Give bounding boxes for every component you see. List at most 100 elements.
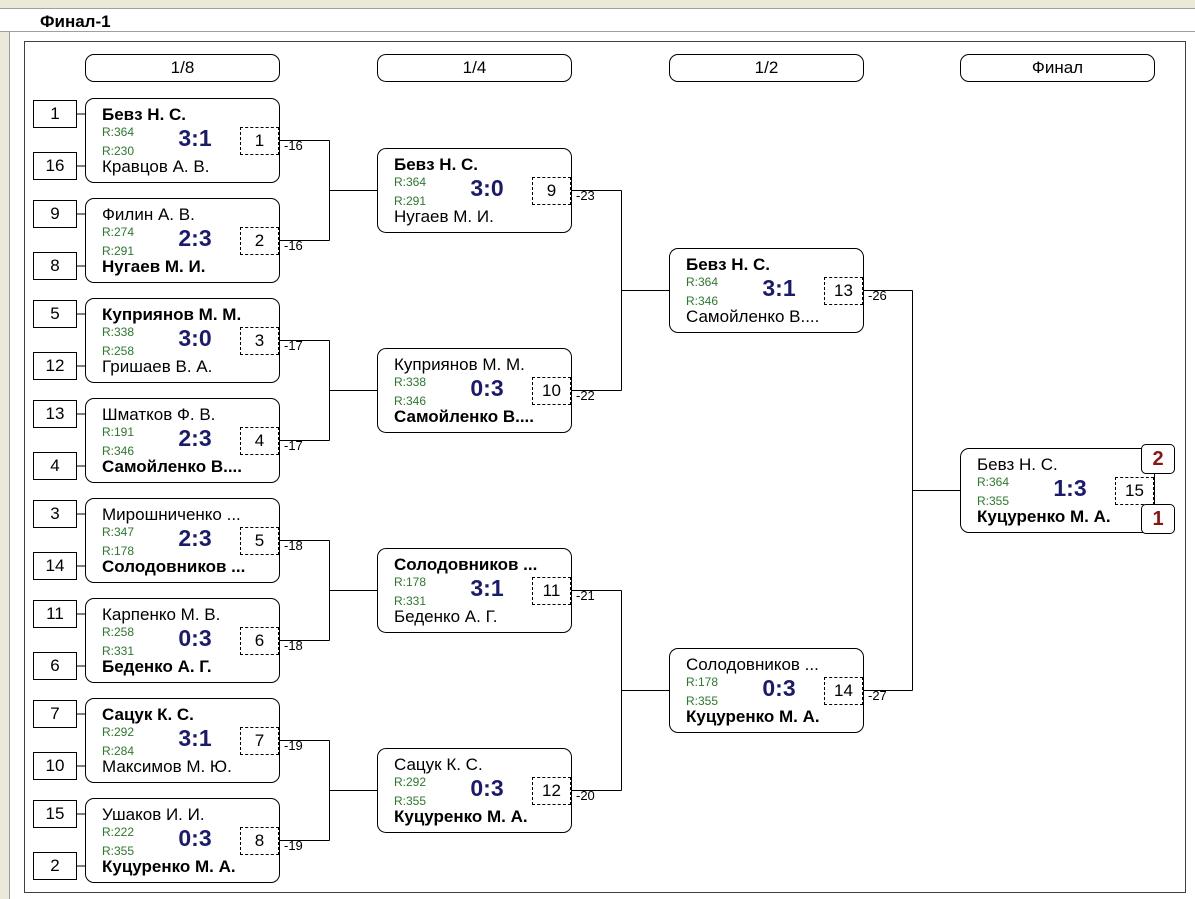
seed-box: 15: [33, 800, 77, 828]
loser-placement: -16: [284, 238, 303, 253]
player-1-rating: R:258: [102, 625, 135, 639]
player-1-rating: R:292: [102, 725, 135, 739]
player-2-rating: R:355: [686, 694, 719, 708]
player-1-name: Солодовников ...: [686, 655, 819, 674]
seed-box: 1: [33, 100, 77, 128]
player-1-name: Солодовников ...: [394, 555, 538, 574]
match-score: 3:0: [178, 325, 212, 351]
window-titlebar: Финал-1: [0, 8, 1195, 32]
player-2-rating: R:291: [394, 194, 427, 208]
loser-placement: -17: [284, 438, 303, 453]
match-number: 10: [532, 377, 571, 405]
player-2-name: Гришаев В. А.: [102, 357, 213, 376]
player-2-rating: R:178: [102, 544, 135, 558]
player-1-rating: R:364: [977, 475, 1010, 489]
player-2-name: Нугаев М. И.: [394, 207, 494, 226]
player-1-name: Шматков Ф. В.: [102, 405, 216, 424]
seed-box: 2: [33, 852, 77, 880]
loser-placement: -16: [284, 138, 303, 153]
player-2-name: Самойленко В....: [686, 307, 820, 326]
left-gutter-inner: [10, 32, 18, 899]
player-2-name: Беденко А. Г.: [102, 657, 212, 676]
player-1-name: Карпенко М. В.: [102, 605, 221, 624]
player-2-name: Нугаев М. И.: [102, 257, 206, 276]
player-1-rating: R:191: [102, 425, 135, 439]
seed-box: 13: [33, 400, 77, 428]
match-score: 2:3: [178, 525, 212, 551]
match-score: 0:3: [178, 625, 212, 651]
player-2-rating: R:355: [977, 494, 1010, 508]
loser-placement: -21: [576, 588, 595, 603]
player-2-rating: R:346: [686, 294, 719, 308]
player-1-name: Сацук К. С.: [394, 755, 483, 774]
round-header-3: 1/2: [669, 54, 864, 82]
player-1-name: Бевз Н. С.: [977, 455, 1058, 474]
player-1-name: Филин А. В.: [102, 205, 195, 224]
match-number: 7: [240, 727, 279, 755]
player-1-rating: R:222: [102, 825, 135, 839]
player-2-rating: R:331: [102, 644, 135, 658]
seed-box: 8: [33, 252, 77, 280]
match-number: 1: [240, 127, 279, 155]
match-number: 9: [532, 177, 571, 205]
match-score: 0:3: [470, 775, 504, 801]
seed-box: 16: [33, 152, 77, 180]
match-number: 3: [240, 327, 279, 355]
player-2-name: Самойленко В....: [394, 407, 534, 426]
round-header-1: 1/8: [85, 54, 280, 82]
seed-box: 5: [33, 300, 77, 328]
match-score: 2:3: [178, 225, 212, 251]
player-2-name: Куцуренко М. А.: [102, 857, 236, 876]
loser-placement: -22: [576, 388, 595, 403]
match-score: 1:3: [1053, 475, 1087, 501]
match-number: 8: [240, 827, 279, 855]
player-1-rating: R:274: [102, 225, 135, 239]
round-header-4: Финал: [960, 54, 1155, 82]
match-number: 13: [824, 277, 863, 305]
match-number: 11: [532, 577, 571, 605]
player-1-name: Ушаков И. И.: [102, 805, 205, 824]
loser-placement: -19: [284, 838, 303, 853]
round-header-2: 1/4: [377, 54, 572, 82]
match-number: 14: [824, 677, 863, 705]
match-number: 12: [532, 777, 571, 805]
page-title: Финал-1: [40, 12, 111, 31]
player-2-name: Куцуренко М. А.: [977, 507, 1111, 526]
player-1-rating: R:292: [394, 775, 427, 789]
player-1-name: Бевз Н. С.: [686, 255, 771, 274]
seed-box: 9: [33, 200, 77, 228]
final-place-badge: 1: [1141, 504, 1175, 534]
final-place-badge: 2: [1141, 444, 1175, 474]
player-2-rating: R:355: [394, 794, 427, 808]
player-1-name: Куприянов М. М.: [394, 355, 525, 374]
loser-placement: -26: [868, 288, 887, 303]
seed-box: 3: [33, 500, 77, 528]
player-2-name: Самойленко В....: [102, 457, 242, 476]
seed-box: 6: [33, 652, 77, 680]
player-1-name: Сацук К. С.: [102, 705, 194, 724]
player-2-name: Куцуренко М. А.: [394, 807, 528, 826]
match-number: 5: [240, 527, 279, 555]
loser-placement: -20: [576, 788, 595, 803]
loser-placement: -23: [576, 188, 595, 203]
match-score: 0:3: [178, 825, 212, 851]
loser-placement: -18: [284, 538, 303, 553]
player-2-rating: R:331: [394, 594, 427, 608]
player-1-rating: R:338: [394, 375, 427, 389]
